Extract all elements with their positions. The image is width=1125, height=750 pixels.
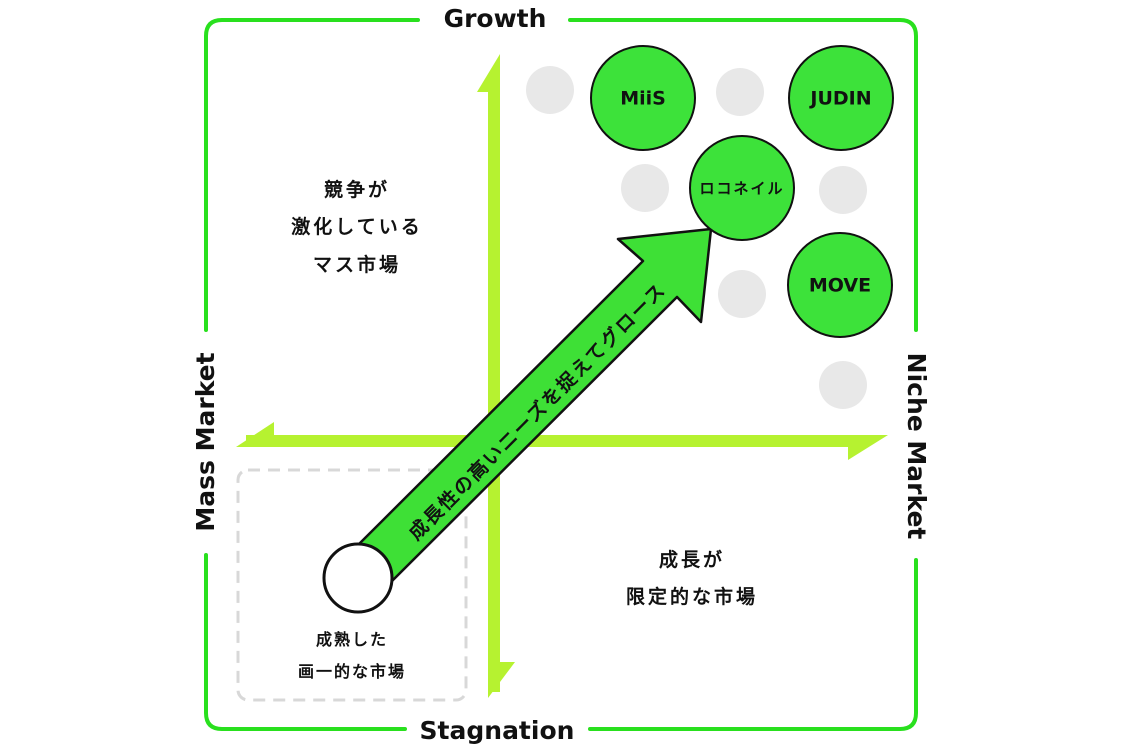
mature-market-box xyxy=(236,468,468,702)
axis-label-left: Mass Market xyxy=(191,352,220,531)
placeholder-circle xyxy=(819,166,867,214)
bubble-miis xyxy=(590,45,696,151)
bubble-loconail-label: ロコネイル xyxy=(699,180,784,198)
horizontal-axis-bar xyxy=(246,435,856,447)
quadrant-top-left-line3: マス市場 xyxy=(313,253,401,276)
growth-arrow-shape xyxy=(352,227,713,587)
quadrant-bottom-left: 成熟した 画一的な市場 xyxy=(298,630,406,681)
horizontal-axis xyxy=(236,422,888,460)
vertical-axis-arrowhead-top xyxy=(477,54,500,92)
placeholder-circle xyxy=(526,66,574,114)
axis-label-bottom: Stagnation xyxy=(420,716,575,745)
placeholder-bubbles xyxy=(526,66,867,409)
frame-bottom-left xyxy=(204,553,407,731)
bubble-judin-label: JUDIN xyxy=(808,88,871,110)
placeholder-circle xyxy=(819,361,867,409)
placeholder-circle xyxy=(621,164,669,212)
axis-label-right: Niche Market xyxy=(902,353,931,540)
product-bubbles: MiiS JUDIN ロコネイル MOVE xyxy=(590,45,894,338)
quadrant-bottom-left-line1: 成熟した xyxy=(316,630,388,649)
bubble-move-label: MOVE xyxy=(809,275,871,297)
horizontal-axis-arrowhead-left xyxy=(236,422,274,447)
horizontal-axis-arrowhead-right xyxy=(848,435,888,460)
vertical-axis-bar xyxy=(488,84,500,692)
quadrant-top-left-line1: 競争が xyxy=(324,178,390,201)
quadrant-top-left-line2: 激化している xyxy=(291,215,422,238)
quadrant-bottom-right-line1: 成長が xyxy=(659,548,725,571)
bubble-move xyxy=(787,232,893,338)
axis-label-top: Growth xyxy=(444,4,547,33)
arrow-label: 成長性の高いニーズを捉えてグロース xyxy=(404,278,671,545)
bubble-miis-label: MiiS xyxy=(620,88,666,110)
frame-bottom-right xyxy=(588,558,918,731)
vertical-axis-arrowhead-bottom xyxy=(488,662,515,698)
quadrant-bottom-left-line2: 画一的な市場 xyxy=(298,662,406,681)
bubble-loconail xyxy=(689,135,795,241)
quadrant-bottom-right: 成長が 限定的な市場 xyxy=(626,548,758,608)
placeholder-circle xyxy=(718,270,766,318)
arrow-origin-circle xyxy=(322,542,394,614)
quadrant-bottom-right-line2: 限定的な市場 xyxy=(626,585,758,608)
growth-arrow: 成長性の高いニーズを捉えてグロース xyxy=(322,227,713,614)
outer-frame xyxy=(204,18,918,731)
frame-top-right xyxy=(568,18,918,332)
quadrant-top-left: 競争が 激化している マス市場 xyxy=(291,178,422,276)
bubble-judin xyxy=(788,45,894,151)
placeholder-circle xyxy=(716,68,764,116)
vertical-axis xyxy=(477,54,515,698)
frame-top-left xyxy=(204,18,420,332)
